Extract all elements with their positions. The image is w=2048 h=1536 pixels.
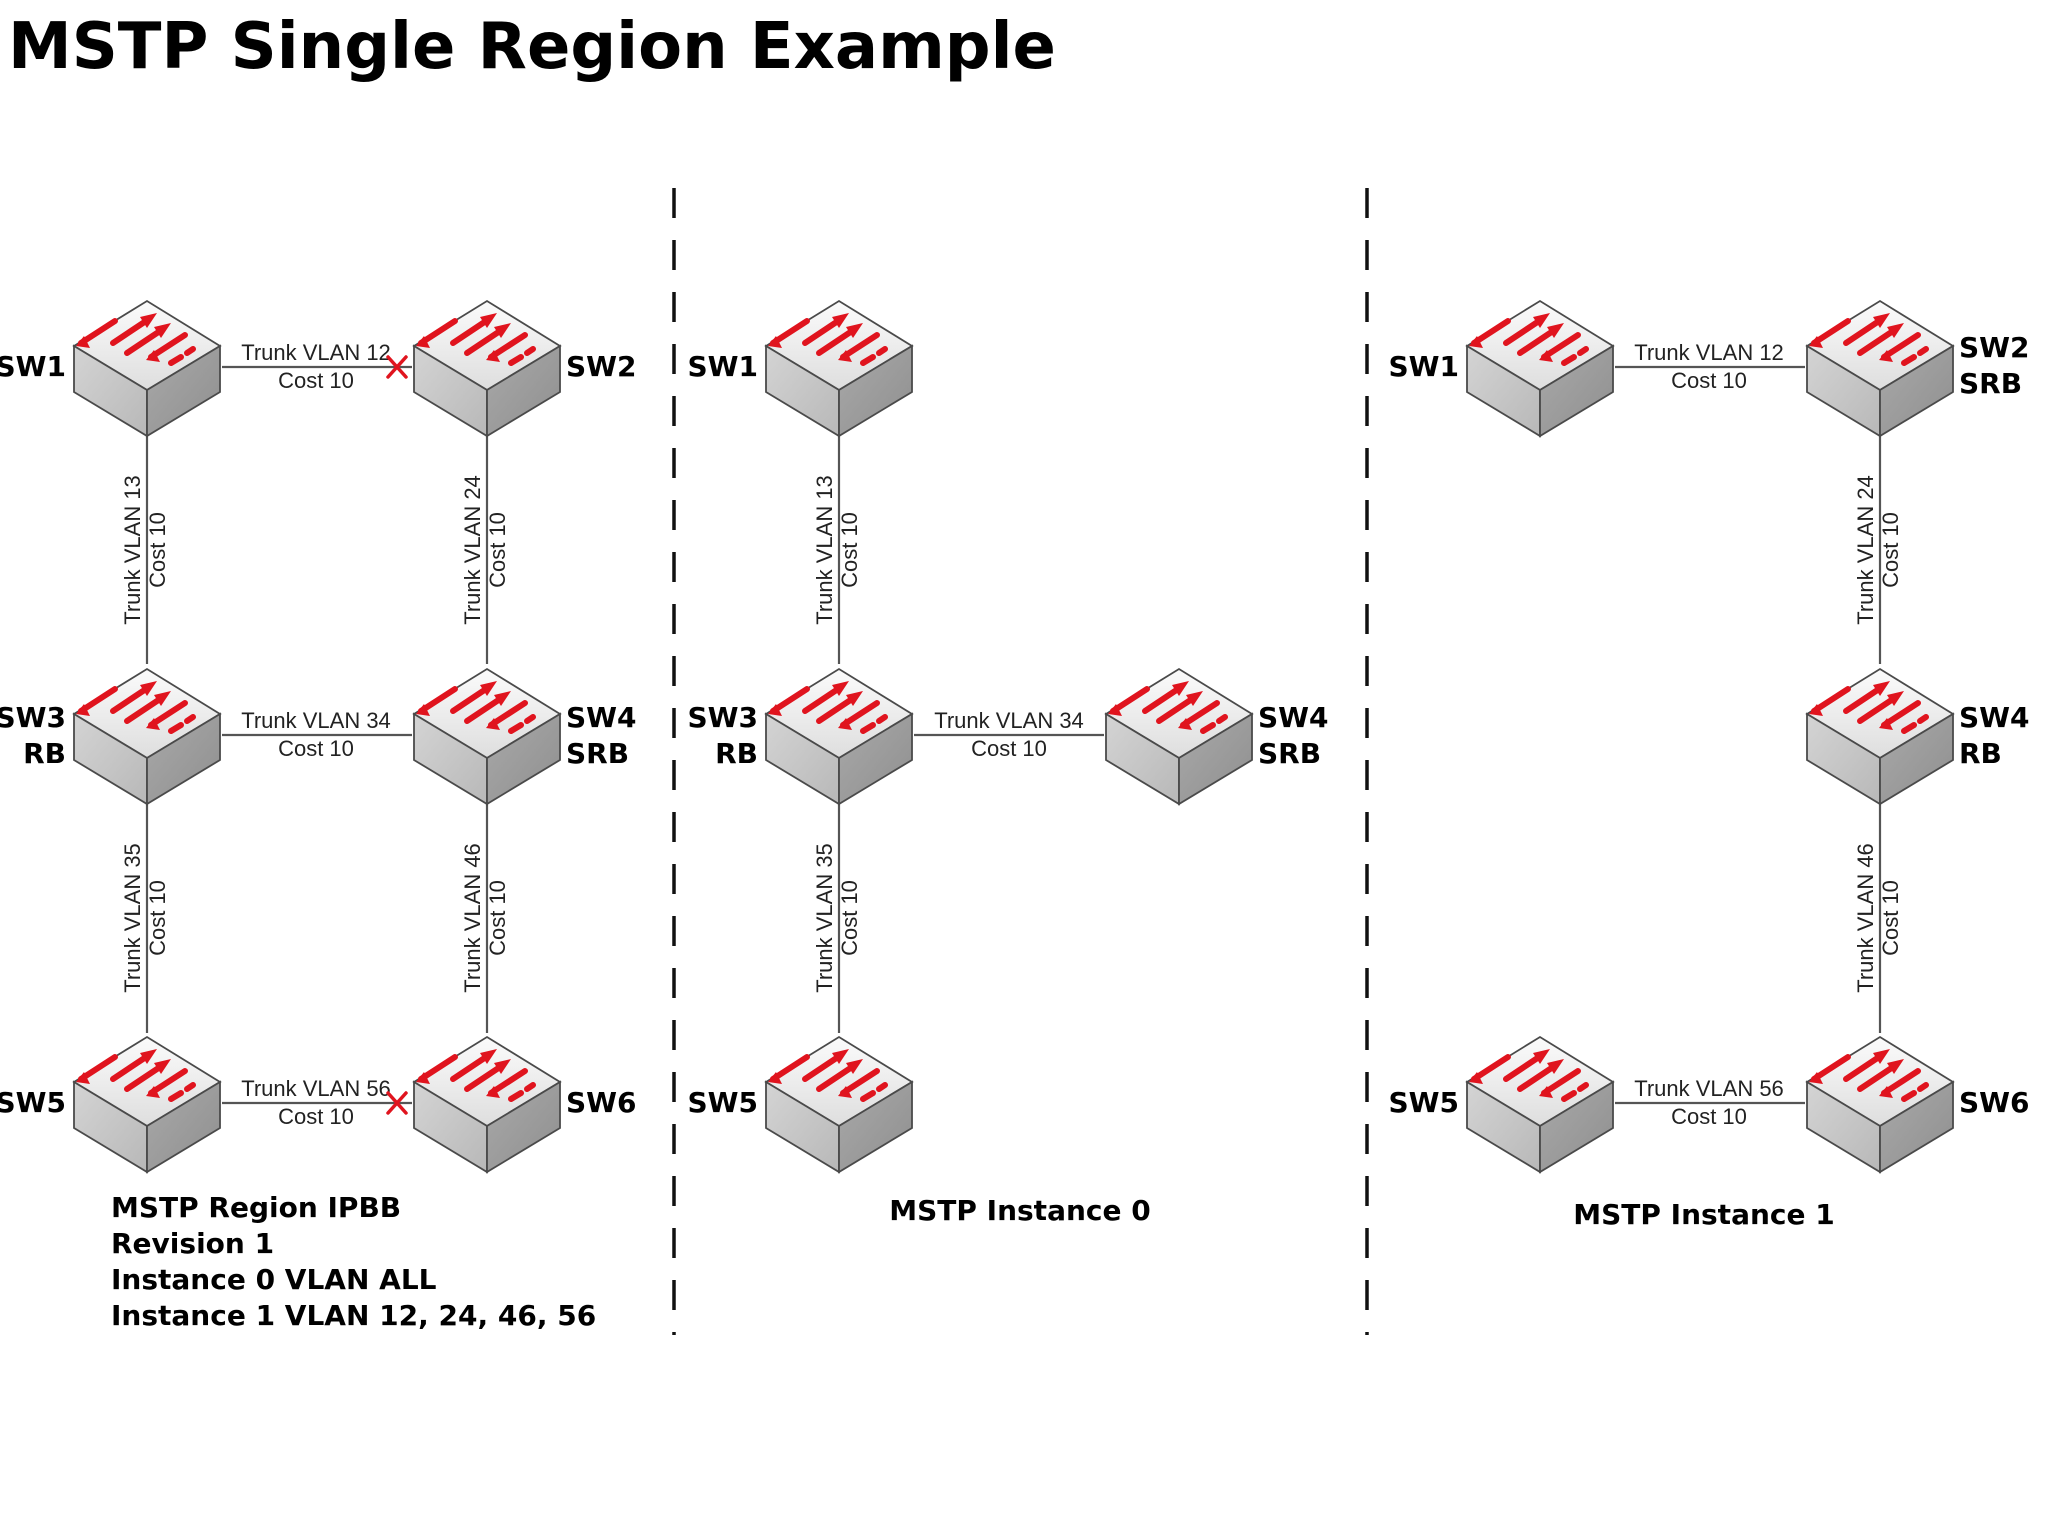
switch-role: SRB [566, 737, 629, 770]
switch-name: SW1 [0, 350, 66, 383]
network-switch-icon [766, 301, 912, 436]
switch-name: SW1 [1388, 350, 1459, 383]
link-cost: Cost 10 [278, 368, 354, 393]
link-sw3-sw5: Trunk VLAN 35 Cost 10 [812, 804, 862, 1033]
diagram-title: MSTP Single Region Example [8, 10, 1056, 84]
link-label: Trunk VLAN 12 [1634, 340, 1784, 365]
link-cost: Cost 10 [485, 512, 510, 588]
region-caption-line: Revision 1 [111, 1227, 274, 1260]
network-switch-icon [414, 669, 560, 804]
link-sw1-sw2: Trunk VLAN 12 Cost 10 [222, 340, 412, 393]
switch-name: SW6 [1959, 1086, 2030, 1119]
network-switch-icon [414, 1037, 560, 1172]
switch-name: SW3 [687, 701, 758, 734]
network-switch-icon [74, 301, 220, 436]
link-sw4-sw6: Trunk VLAN 46 Cost 10 [460, 804, 510, 1033]
link-label: Trunk VLAN 35 [120, 843, 145, 993]
network-switch-icon [1106, 669, 1252, 804]
link-label: Trunk VLAN 46 [460, 843, 485, 993]
link-sw1-sw3: Trunk VLAN 13 Cost 10 [812, 436, 862, 664]
link-cost: Cost 10 [1671, 368, 1747, 393]
switch-role: SRB [1959, 367, 2022, 400]
switch-role: SRB [1258, 737, 1321, 770]
link-sw2-sw4: Trunk VLAN 24 Cost 10 [460, 436, 510, 664]
link-label: Trunk VLAN 56 [241, 1076, 391, 1101]
switch-name: SW3 [0, 701, 66, 734]
switch-name: SW5 [687, 1086, 758, 1119]
region-caption-line: Instance 1 VLAN 12, 24, 46, 56 [111, 1299, 596, 1332]
network-switch-icon [414, 301, 560, 436]
switch-name: SW2 [566, 350, 637, 383]
panel-instance-0: Trunk VLAN 13 Cost 10 Trunk VLAN 34 Cost… [687, 301, 1329, 1227]
link-sw1-sw3: Trunk VLAN 13 Cost 10 [120, 436, 170, 664]
network-switch-icon [1807, 669, 1953, 804]
network-switch-icon [1807, 1037, 1953, 1172]
link-label: Trunk VLAN 56 [1634, 1076, 1784, 1101]
blocked-port-icon [386, 355, 408, 379]
link-label: Trunk VLAN 35 [812, 843, 837, 993]
link-sw5-sw6: Trunk VLAN 56 Cost 10 [1615, 1076, 1805, 1129]
link-cost: Cost 10 [145, 512, 170, 588]
network-switch-icon [1807, 301, 1953, 436]
network-switch-icon [1467, 301, 1613, 436]
link-label: Trunk VLAN 34 [241, 708, 391, 733]
link-cost: Cost 10 [485, 880, 510, 956]
link-label: Trunk VLAN 24 [1853, 475, 1878, 625]
link-label: Trunk VLAN 12 [241, 340, 391, 365]
link-label: Trunk VLAN 24 [460, 475, 485, 625]
link-cost: Cost 10 [1878, 880, 1903, 956]
switch-name: SW2 [1959, 331, 2030, 364]
link-label: Trunk VLAN 46 [1853, 843, 1878, 993]
panel-region: Trunk VLAN 12 Cost 10 Trunk VLAN 13 Cost… [0, 301, 637, 1332]
link-sw3-sw4: Trunk VLAN 34 Cost 10 [914, 708, 1104, 761]
network-switch-icon [74, 669, 220, 804]
link-cost: Cost 10 [837, 880, 862, 956]
switch-name: SW4 [1258, 701, 1329, 734]
link-cost: Cost 10 [1671, 1104, 1747, 1129]
link-sw2-sw4: Trunk VLAN 24 Cost 10 [1853, 436, 1903, 664]
region-caption-line: MSTP Region IPBB [111, 1191, 401, 1224]
switch-name: SW4 [1959, 701, 2030, 734]
blocked-port-icon [386, 1091, 408, 1115]
link-cost: Cost 10 [145, 880, 170, 956]
link-sw3-sw5: Trunk VLAN 35 Cost 10 [120, 804, 170, 1033]
link-sw5-sw6: Trunk VLAN 56 Cost 10 [222, 1076, 412, 1129]
switch-name: SW4 [566, 701, 637, 734]
link-sw4-sw6: Trunk VLAN 46 Cost 10 [1853, 804, 1903, 1033]
link-sw1-sw2: Trunk VLAN 12 Cost 10 [1615, 340, 1805, 393]
link-label: Trunk VLAN 13 [812, 475, 837, 625]
link-cost: Cost 10 [1878, 512, 1903, 588]
network-switch-icon [766, 1037, 912, 1172]
link-label: Trunk VLAN 13 [120, 475, 145, 625]
switch-role: RB [1959, 737, 2002, 770]
network-switch-icon [766, 669, 912, 804]
network-switch-icon [1467, 1037, 1613, 1172]
instance-caption: MSTP Instance 0 [889, 1194, 1150, 1227]
link-cost: Cost 10 [278, 1104, 354, 1129]
switch-role: RB [715, 737, 758, 770]
link-cost: Cost 10 [971, 736, 1047, 761]
panel-instance-1: Trunk VLAN 12 Cost 10 Trunk VLAN 24 Cost… [1388, 301, 2030, 1231]
switch-role: RB [23, 737, 66, 770]
link-cost: Cost 10 [837, 512, 862, 588]
switch-name: SW5 [0, 1086, 66, 1119]
switch-name: SW1 [687, 350, 758, 383]
switch-name: SW5 [1388, 1086, 1459, 1119]
link-cost: Cost 10 [278, 736, 354, 761]
link-label: Trunk VLAN 34 [934, 708, 1084, 733]
instance-caption: MSTP Instance 1 [1573, 1198, 1834, 1231]
link-sw3-sw4: Trunk VLAN 34 Cost 10 [222, 708, 412, 761]
network-switch-icon [74, 1037, 220, 1172]
region-caption-line: Instance 0 VLAN ALL [111, 1263, 437, 1296]
switch-name: SW6 [566, 1086, 637, 1119]
